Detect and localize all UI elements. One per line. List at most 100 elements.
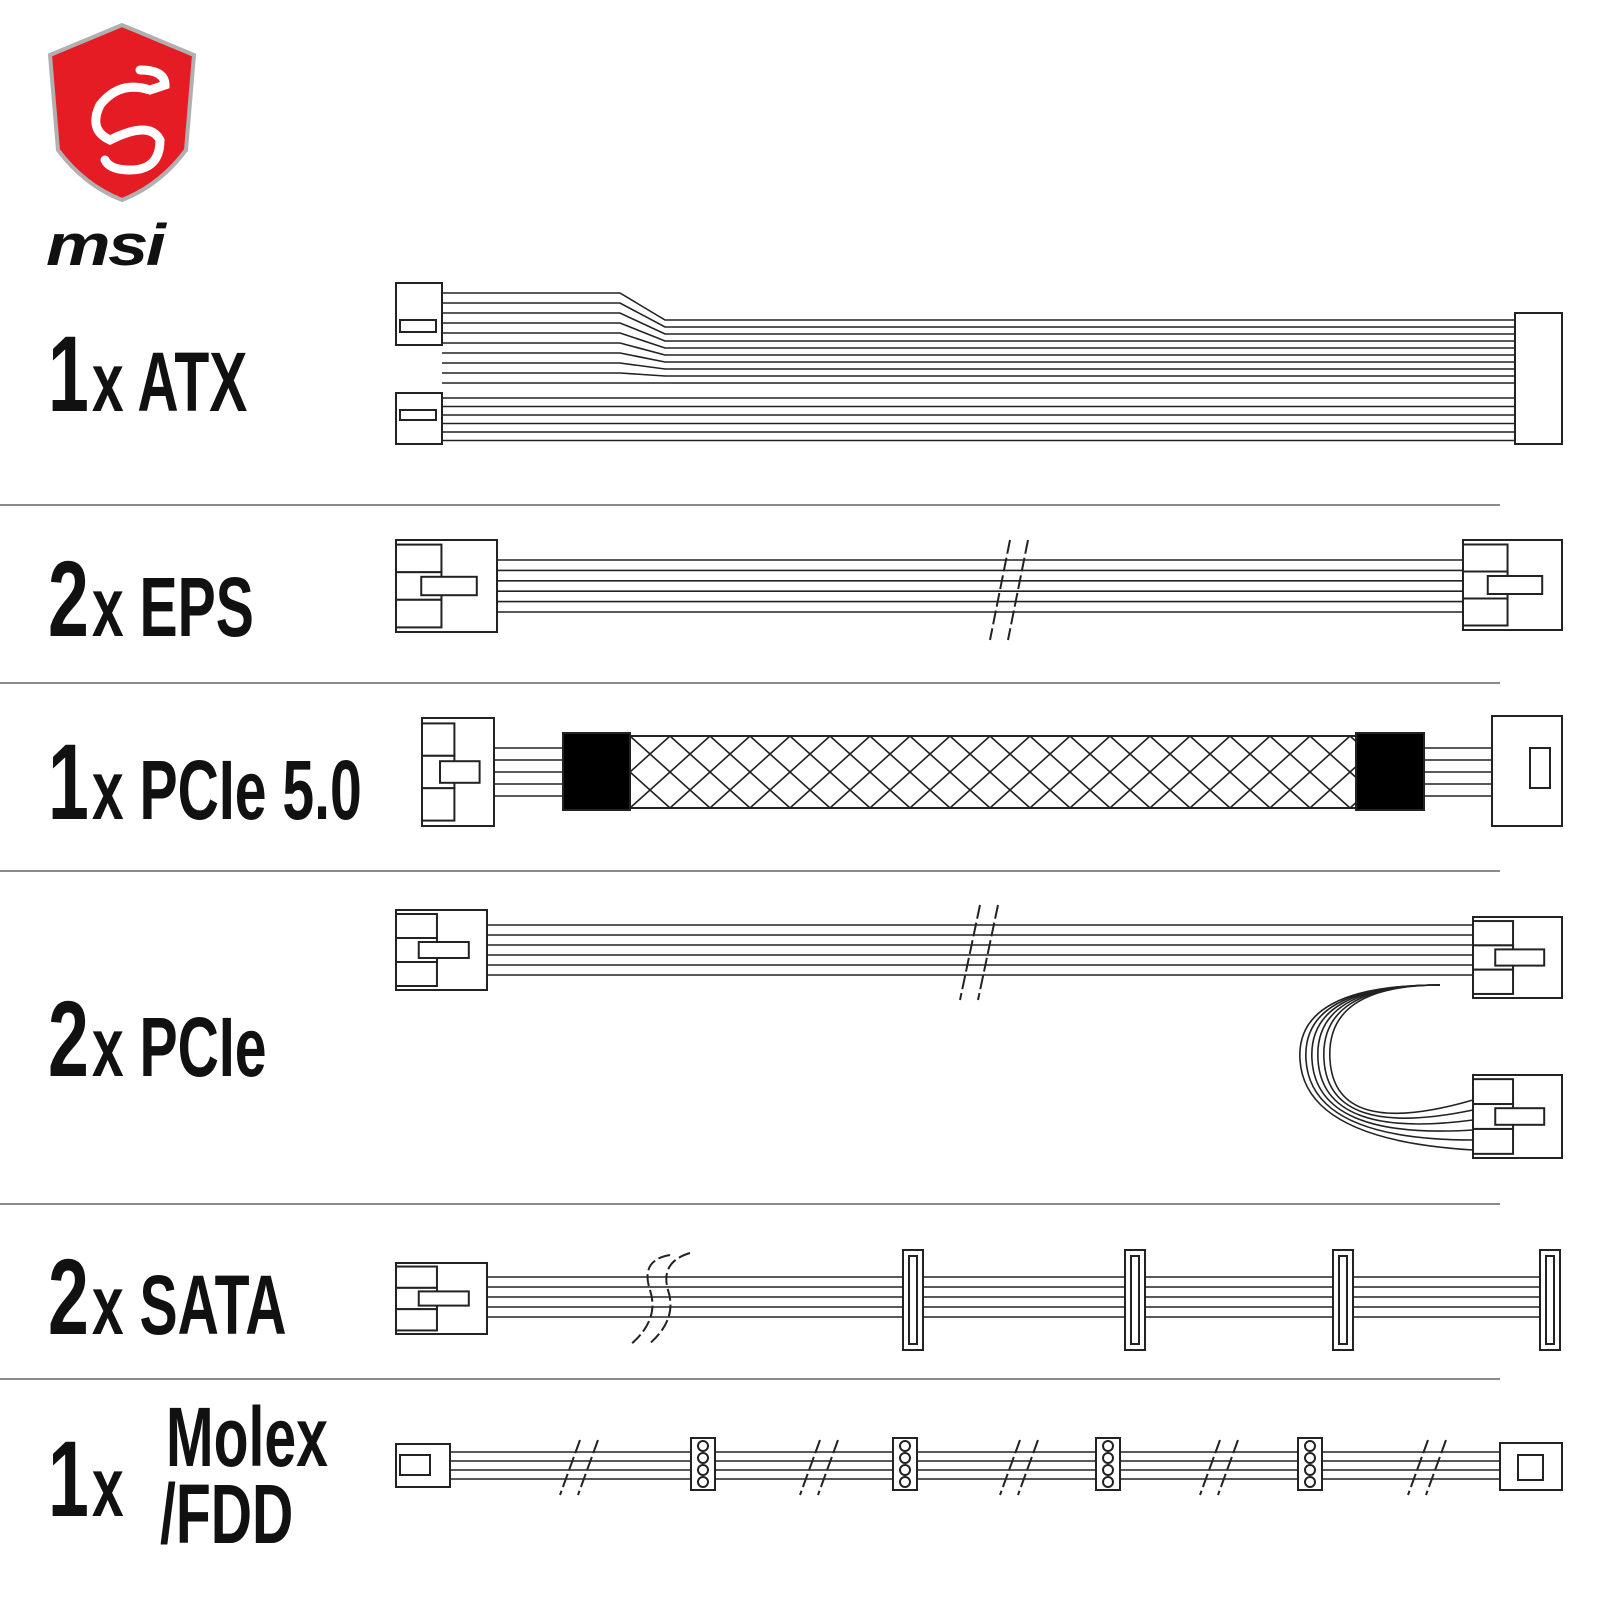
atx-wire — [442, 322, 1515, 342]
pcie-gpu-connector-pin — [1472, 1078, 1515, 1106]
pcie-break-mark — [959, 904, 999, 1001]
molex-pin — [1102, 1476, 1114, 1488]
atx-wire — [442, 362, 1515, 370]
molex-pin — [697, 1452, 709, 1464]
pcie-branch-wire — [1299, 984, 1474, 1151]
sata-break-mark — [629, 1252, 691, 1346]
eps-psu-connector-latch — [1486, 575, 1544, 595]
pcie-psu-connector-latch — [417, 941, 470, 959]
cable-count: 1 — [48, 1418, 89, 1539]
pcie-gpu-connector-pin — [1472, 968, 1515, 995]
pcie-branch-wire — [1311, 984, 1474, 1132]
cable-type: x PCIe — [91, 1000, 267, 1094]
molex-break-mark — [559, 1439, 599, 1496]
cable-count: 1 — [48, 721, 89, 842]
cable-type-fdd: /FDD — [160, 1467, 294, 1561]
molex-pin — [697, 1464, 709, 1476]
molex-pin — [697, 1476, 709, 1488]
cable-label-pcie5: 1 x PCIe 5.0 — [48, 728, 362, 836]
eps-cpu-connector-pin — [395, 543, 443, 574]
sata-psu-connector-pin — [395, 1265, 438, 1289]
cable-count: 2 — [48, 1236, 89, 1357]
atx-latch — [399, 319, 437, 333]
divider — [0, 870, 1500, 872]
pcie-branch-wire — [1317, 984, 1474, 1125]
cable-label-pcie: 2 x PCIe — [48, 985, 267, 1093]
atx-wire — [442, 352, 1515, 363]
eps-cpu-connector-pin — [395, 598, 443, 629]
molex-break-mark — [799, 1439, 839, 1496]
pcie5-sleeve-end — [562, 732, 631, 811]
molex-pin — [899, 1464, 911, 1476]
msi-shield-logo — [47, 22, 197, 203]
molex-pin — [1102, 1440, 1114, 1452]
atx-wire — [442, 292, 1515, 321]
cable-label-sata: 2 x SATA — [48, 1243, 287, 1351]
sata-connector-slot — [1338, 1255, 1348, 1345]
cable-count: 2 — [48, 978, 89, 1099]
cable-type: x ATX — [91, 335, 248, 429]
sata-psu-connector-pin — [395, 1308, 438, 1332]
divider — [0, 1203, 1500, 1205]
pcie5-psu-connector-latch — [439, 760, 481, 784]
molex-pin — [899, 1476, 911, 1488]
eps-break-mark — [989, 539, 1029, 641]
atx-wire — [442, 332, 1515, 349]
pcie5-12vhpwr-connector — [1491, 715, 1563, 827]
molex-break-mark — [999, 1439, 1039, 1496]
atx-wire — [442, 302, 1515, 328]
molex-pin — [1304, 1452, 1316, 1464]
molex-pin — [1102, 1464, 1114, 1476]
pcie-gpu-connector-latch — [1494, 948, 1546, 967]
pcie5-sleeve-end — [1355, 732, 1425, 811]
molex-pin — [1304, 1464, 1316, 1476]
eps-psu-connector-pin — [1462, 543, 1509, 573]
pcie-psu-connector-pin — [395, 913, 438, 939]
sata-connector-slot — [1545, 1255, 1555, 1345]
msi-logo-text: msi — [46, 213, 166, 278]
pcie-branch-wire — [1323, 984, 1474, 1119]
divider — [0, 682, 1500, 684]
pcie5-psu-connector-pin — [421, 722, 456, 757]
divider — [0, 1378, 1500, 1380]
pcie-gpu-connector-latch — [1494, 1107, 1546, 1126]
pcie5-sense-pins — [1529, 747, 1551, 789]
molex-pin — [899, 1452, 911, 1464]
sata-connector-slot — [908, 1255, 918, 1345]
atx-20pin-connector — [395, 282, 443, 346]
cable-type-molex: Molex — [166, 1390, 328, 1484]
fdd-connector — [1499, 1442, 1563, 1491]
divider — [0, 504, 1500, 506]
atx-wire — [442, 312, 1515, 335]
cable-type: x PCIe 5.0 — [91, 743, 362, 837]
sata-connector-slot — [1130, 1255, 1140, 1345]
pcie-branch-wire — [1329, 984, 1474, 1115]
eps-psu-connector-pin — [1462, 597, 1509, 627]
pcie-psu-connector-pin — [395, 961, 438, 987]
cable-type-x: x — [91, 1440, 124, 1534]
cable-count: 1 — [48, 313, 89, 434]
eps-cpu-connector-latch — [420, 575, 478, 597]
molex-pin — [1304, 1440, 1316, 1452]
atx-wire — [442, 372, 1515, 377]
pcie5-psu-connector-pin — [421, 787, 456, 822]
cable-type: x EPS — [91, 560, 254, 654]
cable-type: x SATA — [91, 1258, 287, 1352]
molex-break-mark — [1199, 1439, 1239, 1496]
atx-24pin-connector — [1514, 312, 1563, 445]
pcie-gpu-connector-pin — [1472, 1127, 1515, 1155]
atx-latch — [399, 409, 437, 421]
molex-pin — [1304, 1476, 1316, 1488]
molex-pin — [899, 1440, 911, 1452]
molex-pin — [1102, 1452, 1114, 1464]
cable-label-molex: 1 x — [48, 1425, 124, 1533]
molex-latch — [399, 1454, 431, 1476]
molex-pin — [697, 1440, 709, 1452]
cable-label-eps: 2 x EPS — [48, 545, 254, 653]
cable-count: 2 — [48, 538, 89, 659]
pcie-gpu-connector-pin — [1472, 920, 1515, 947]
fdd-slot — [1517, 1454, 1544, 1481]
sata-psu-connector-latch — [417, 1290, 470, 1307]
cable-label-atx: 1 x ATX — [48, 320, 247, 428]
